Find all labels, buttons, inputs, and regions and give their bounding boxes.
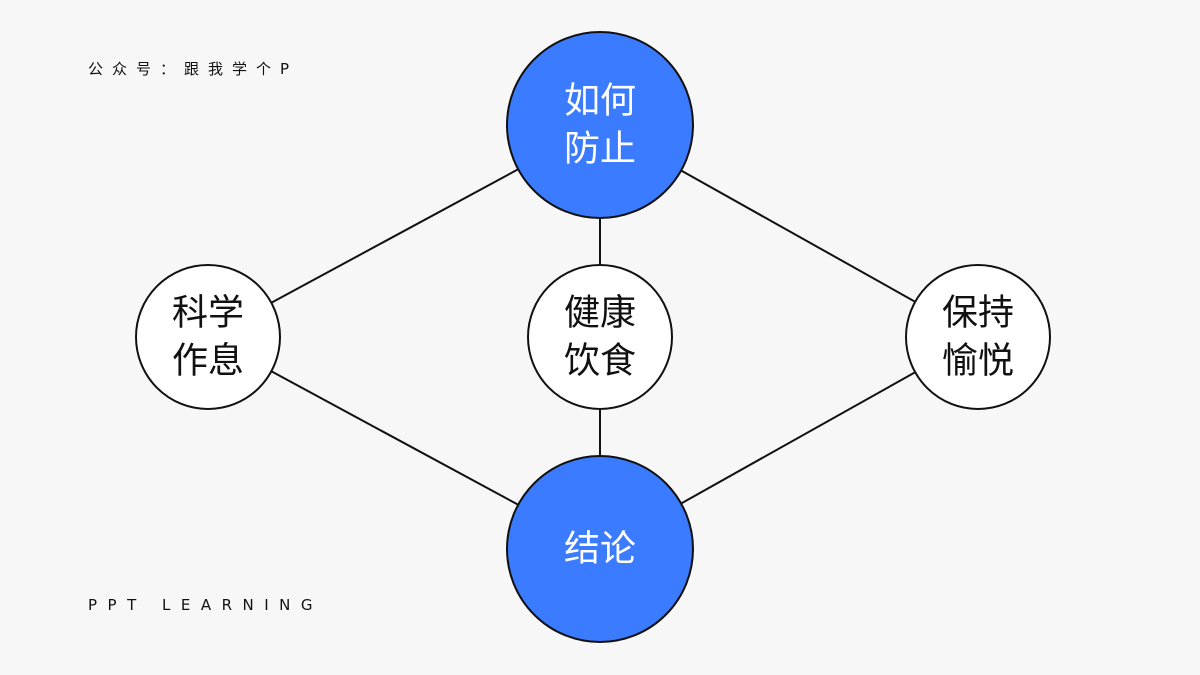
node-diet-label-1: 健康	[564, 293, 636, 334]
node-prevent-label-2: 防止	[564, 129, 636, 170]
node-sleep-label-2: 作息	[172, 341, 244, 382]
node-diet-label-2: 饮食	[564, 341, 636, 382]
node-diet-circle	[527, 264, 673, 410]
node-conclusion-label-1: 结论	[564, 529, 636, 570]
footer-label: PPT LEARNING	[88, 596, 324, 614]
node-mood-label-1: 保持	[942, 293, 1014, 334]
node-sleep-circle	[135, 264, 281, 410]
node-sleep-label-1: 科学	[172, 293, 244, 334]
node-conclusion: 结论	[506, 455, 694, 643]
node-prevent-circle	[506, 31, 694, 219]
node-mood-label-2: 愉悦	[942, 341, 1014, 382]
node-conclusion-circle	[506, 455, 694, 643]
node-prevent-label-1: 如何	[564, 81, 636, 122]
node-mood-circle	[905, 264, 1051, 410]
header-label: 公众号：跟我学个P	[88, 60, 299, 78]
